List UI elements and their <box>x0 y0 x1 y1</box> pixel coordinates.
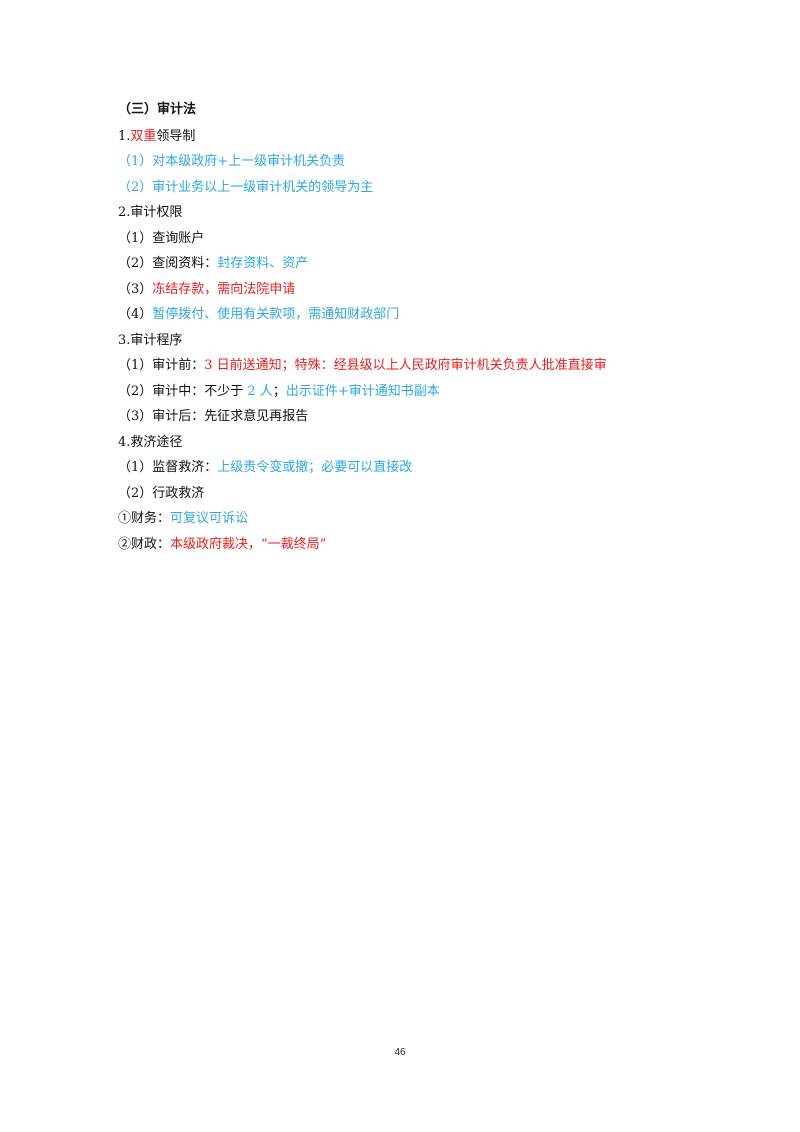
list-item: （3）审计后：先征求意见再报告 <box>118 409 309 424</box>
sub-list-item: ①财务：可复议可诉讼 <box>118 506 718 532</box>
item-value: 冻结存款，需向法院申请 <box>152 281 296 297</box>
item-value: 暂停拨付、使用有关款项，需通知财政部门 <box>152 307 400 322</box>
item-value: 封存资料、资产 <box>217 256 309 271</box>
list-item: （2）行政救济 <box>118 485 205 501</box>
item-label: （2）查阅资料： <box>118 256 218 271</box>
list-item: （2）审计中：不少于 2 人；出示证件+审计通知书副本 <box>118 379 718 405</box>
item-label: （2）审计中：不少于 <box>118 383 248 399</box>
sub-list-item: ②财政：本级政府裁决，“一裁终局” <box>118 532 718 558</box>
item-value: 出示证件+审计通知书副本 <box>285 383 440 399</box>
item-label: （4） <box>118 307 153 322</box>
heading-number: 1. <box>118 128 131 144</box>
list-item: （2）审计业务以上一级审计机关的领导为主 <box>118 179 374 195</box>
item-label: ①财务： <box>118 511 171 526</box>
heading-remedies: 4.救济途径 <box>118 434 183 450</box>
heading-dual-leadership: 1.双重领导制 <box>118 124 718 150</box>
heading-audit-authority: 2.审计权限 <box>118 205 183 220</box>
item-value: 本级政府裁决，“一裁终局” <box>170 536 327 552</box>
item-value: 3 日前送通知；特殊：经县级以上人民政府审计机关负责人批准直接审 <box>204 358 607 373</box>
list-item: （3）冻结存款，需向法院申请 <box>118 277 718 303</box>
list-item: （1）监督救济：上级责令变或撤；必要可以直接改 <box>118 455 718 481</box>
list-item: （1）对本级政府+上一级审计机关负责 <box>118 154 346 169</box>
list-item: （1）审计前：3 日前送通知；特殊：经县级以上人民政府审计机关负责人批准直接审 <box>118 353 718 379</box>
highlight-text: 双重 <box>130 128 157 144</box>
item-label: （3） <box>118 281 153 297</box>
heading-text: 领导制 <box>156 128 196 144</box>
list-item: （2）查阅资料：封存资料、资产 <box>118 251 718 277</box>
item-separator: ； <box>272 383 286 399</box>
list-item: （4）暂停拨付、使用有关款项，需通知财政部门 <box>118 302 718 328</box>
item-label: （1）监督救济： <box>118 460 218 475</box>
document-body: （三）审计法 1.双重领导制 （1）对本级政府+上一级审计机关负责 （2）审计业… <box>118 97 718 557</box>
item-value: 上级责令变或撤；必要可以直接改 <box>217 460 413 475</box>
item-value: 2 人 <box>247 383 273 399</box>
item-label: （1）审计前： <box>118 358 205 373</box>
list-item: （1）查询账户 <box>118 230 205 246</box>
section-title: （三）审计法 <box>118 102 197 117</box>
heading-audit-procedure: 3.审计程序 <box>118 332 183 348</box>
page-number: 46 <box>394 1047 406 1058</box>
item-value: 可复议可诉讼 <box>170 511 249 526</box>
item-label: ②财政： <box>118 536 171 552</box>
